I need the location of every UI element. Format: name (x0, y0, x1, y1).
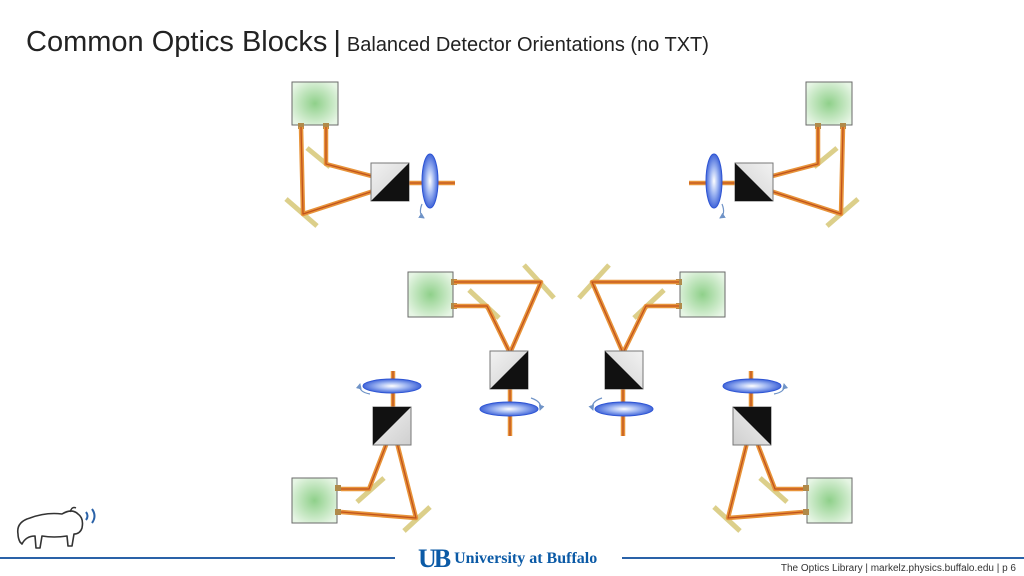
bison-logo-icon (16, 506, 96, 549)
title-separator: | (333, 26, 341, 58)
ub-logo-icon: UB University at Buffalo (418, 544, 598, 573)
ub-logo-mark: UB (418, 544, 451, 573)
page-title: Common Optics Blocks|Balanced Detector O… (26, 26, 709, 59)
detector-block-center-left (408, 265, 554, 436)
detector-block-top-left (286, 82, 455, 226)
title-main: Common Optics Blocks (26, 26, 328, 58)
footer-divider-right (622, 557, 1024, 559)
detector-block-bottom-left (292, 371, 430, 531)
detector-block-top-right (689, 82, 858, 226)
detector-block-bottom-right (714, 371, 852, 531)
title-subtitle: Balanced Detector Orientations (no TXT) (346, 34, 709, 56)
ub-logo-text: University at Buffalo (454, 550, 598, 567)
detector-block-center-right (579, 265, 725, 436)
footer-divider-left (0, 557, 395, 559)
footer-credit: The Optics Library | markelz.physics.buf… (780, 563, 1016, 574)
